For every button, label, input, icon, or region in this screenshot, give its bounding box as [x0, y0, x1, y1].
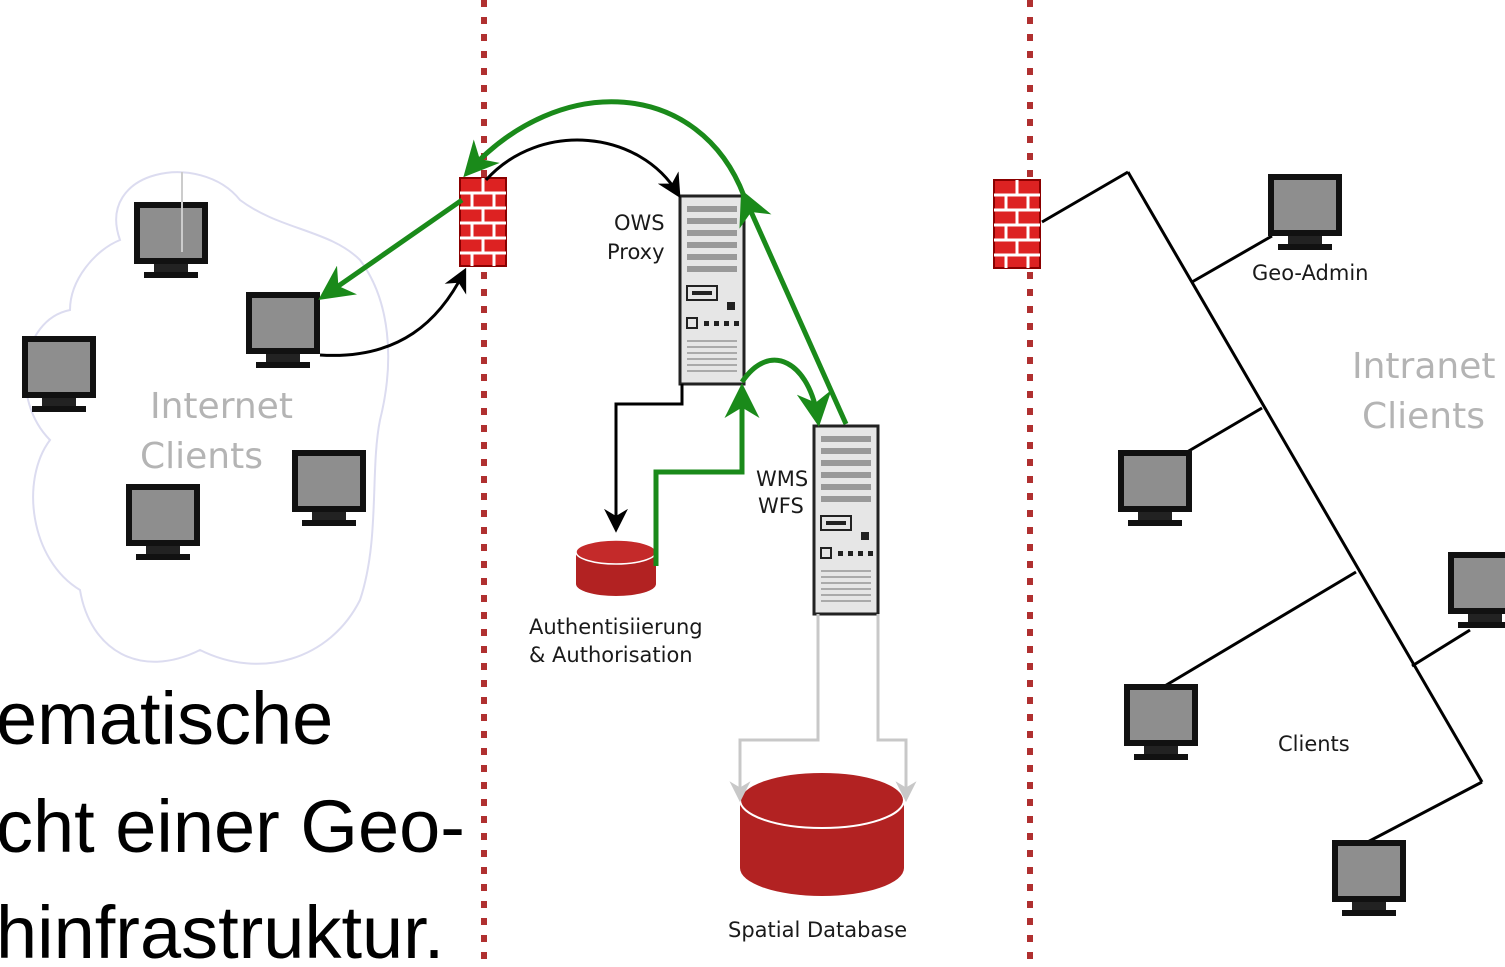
internet-client-monitor — [292, 450, 366, 526]
internet-label-line2: Clients — [140, 436, 263, 477]
wms-label-line2: WFS — [758, 494, 804, 518]
wms-label-line1: WMS — [756, 467, 808, 491]
firewall-icon — [992, 178, 1042, 270]
request-flow-proxy-auth — [604, 384, 684, 533]
ows-label-line1: OWS — [614, 211, 665, 235]
response-flow-proxy-firewall — [463, 99, 747, 197]
auth-label-line1: Authentisiierung — [529, 615, 703, 639]
caption-line1: ematische — [0, 677, 333, 760]
intranet-client-monitor — [1448, 552, 1505, 628]
caption-line2: cht einer Geo- — [0, 785, 465, 868]
intranet-label-line1: Intranet — [1352, 346, 1496, 387]
firewall-icon — [458, 176, 508, 268]
internet-client-monitor — [22, 336, 96, 412]
response-flow-wms-proxy — [739, 189, 849, 426]
data-link-wms-db-right — [876, 614, 917, 803]
response-flow-proxy-wms — [739, 357, 832, 427]
caption-line3: hinfrastruktur. — [0, 891, 444, 967]
request-flow-firewall-proxy — [484, 138, 681, 199]
internet-client-monitor — [134, 202, 208, 278]
clients-label: Clients — [1278, 732, 1350, 756]
intranet-label-line2: Clients — [1362, 396, 1485, 437]
auth-database-icon — [575, 539, 657, 596]
internet-label-line1: Internet — [150, 386, 293, 427]
geo-admin-label: Geo-Admin — [1252, 261, 1368, 285]
intranet-client-monitor — [1124, 684, 1198, 760]
data-link-wms-db-left — [729, 614, 820, 803]
response-flow-auth-proxy — [653, 383, 760, 566]
auth-label-line2: & Authorisation — [529, 643, 693, 667]
request-flow-client-firewall — [319, 267, 467, 357]
geo-admin-monitor — [1268, 174, 1342, 250]
ows-proxy-server — [678, 194, 746, 386]
wms-wfs-server — [812, 424, 880, 616]
internet-client-monitor — [126, 484, 200, 560]
spatial-db-label: Spatial Database — [728, 918, 907, 942]
internet-client-monitor — [246, 292, 320, 368]
intranet-client-monitor — [1118, 450, 1192, 526]
internet-cloud — [24, 171, 390, 665]
response-flow-firewall-client — [318, 197, 464, 300]
spatial-database-icon — [739, 771, 905, 896]
ows-label-line2: Proxy — [607, 240, 665, 264]
intranet-client-monitor — [1332, 840, 1406, 916]
